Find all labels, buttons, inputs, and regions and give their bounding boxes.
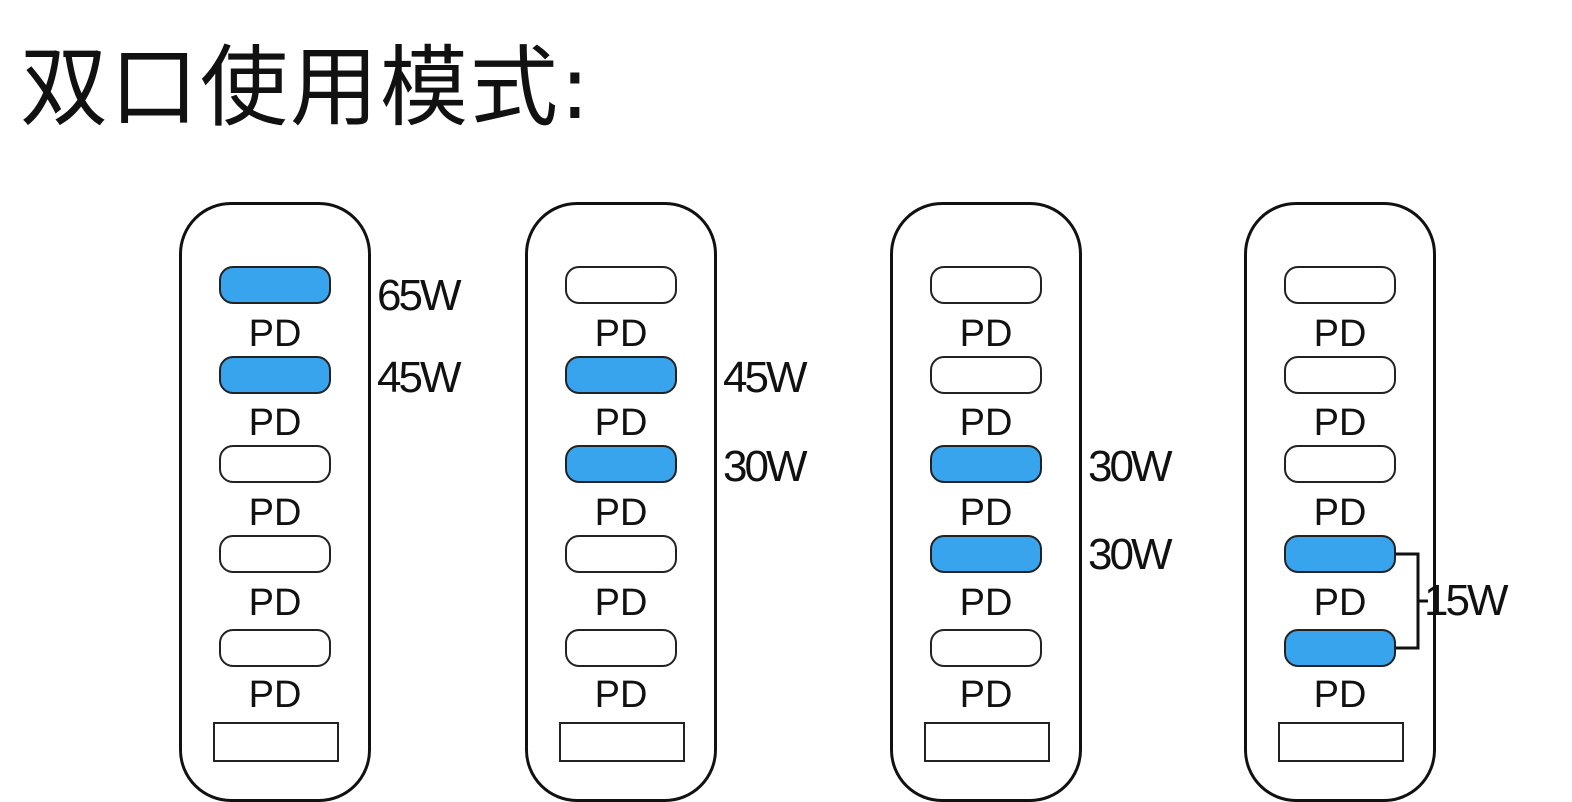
port-label: PD [594, 674, 648, 716]
usb-c-port [930, 629, 1042, 667]
bracket-line [1396, 552, 1428, 650]
usb-c-port [565, 629, 677, 667]
port-label: PD [594, 582, 648, 624]
port-label: PD [1313, 492, 1367, 534]
wattage-label: 45W [377, 353, 462, 402]
usb-a-port [559, 722, 685, 762]
usb-c-port [219, 629, 331, 667]
port-label: PD [959, 582, 1013, 624]
wattage-label: 65W [377, 271, 462, 320]
port-label: PD [248, 674, 302, 716]
port-label: PD [959, 674, 1013, 716]
usb-c-port [565, 445, 677, 483]
port-label: PD [959, 402, 1013, 444]
port-label: PD [594, 402, 648, 444]
usb-c-port [1284, 266, 1396, 304]
port-label: PD [1313, 313, 1367, 355]
usb-c-port [1284, 535, 1396, 573]
usb-c-port [930, 266, 1042, 304]
wattage-label: 30W [723, 442, 808, 491]
port-label: PD [959, 313, 1013, 355]
usb-c-port [1284, 445, 1396, 483]
port-label: PD [594, 313, 648, 355]
usb-c-port [930, 535, 1042, 573]
usb-c-port [565, 535, 677, 573]
usb-c-port [565, 266, 677, 304]
wattage-label: 30W [1088, 442, 1173, 491]
page-title: 双口使用模式: [20, 36, 592, 139]
wattage-label: 30W [1088, 530, 1173, 579]
usb-a-port [213, 722, 339, 762]
usb-c-port [930, 445, 1042, 483]
port-label: PD [594, 492, 648, 534]
usb-c-port [1284, 356, 1396, 394]
usb-c-port [1284, 629, 1396, 667]
port-label: PD [1313, 582, 1367, 624]
usb-c-port [219, 356, 331, 394]
usb-c-port [219, 266, 331, 304]
port-label: PD [248, 402, 302, 444]
usb-c-port [565, 356, 677, 394]
usb-c-port [219, 535, 331, 573]
usb-c-port [219, 445, 331, 483]
port-label: PD [248, 492, 302, 534]
port-label: PD [248, 582, 302, 624]
port-label: PD [248, 313, 302, 355]
port-label: PD [1313, 402, 1367, 444]
usb-a-port [1278, 722, 1404, 762]
usb-c-port [930, 356, 1042, 394]
usb-a-port [924, 722, 1050, 762]
wattage-label: 45W [723, 353, 808, 402]
port-label: PD [959, 492, 1013, 534]
shared-power-bracket [1396, 552, 1428, 650]
port-label: PD [1313, 674, 1367, 716]
shared-wattage-label: 15W [1424, 576, 1509, 625]
